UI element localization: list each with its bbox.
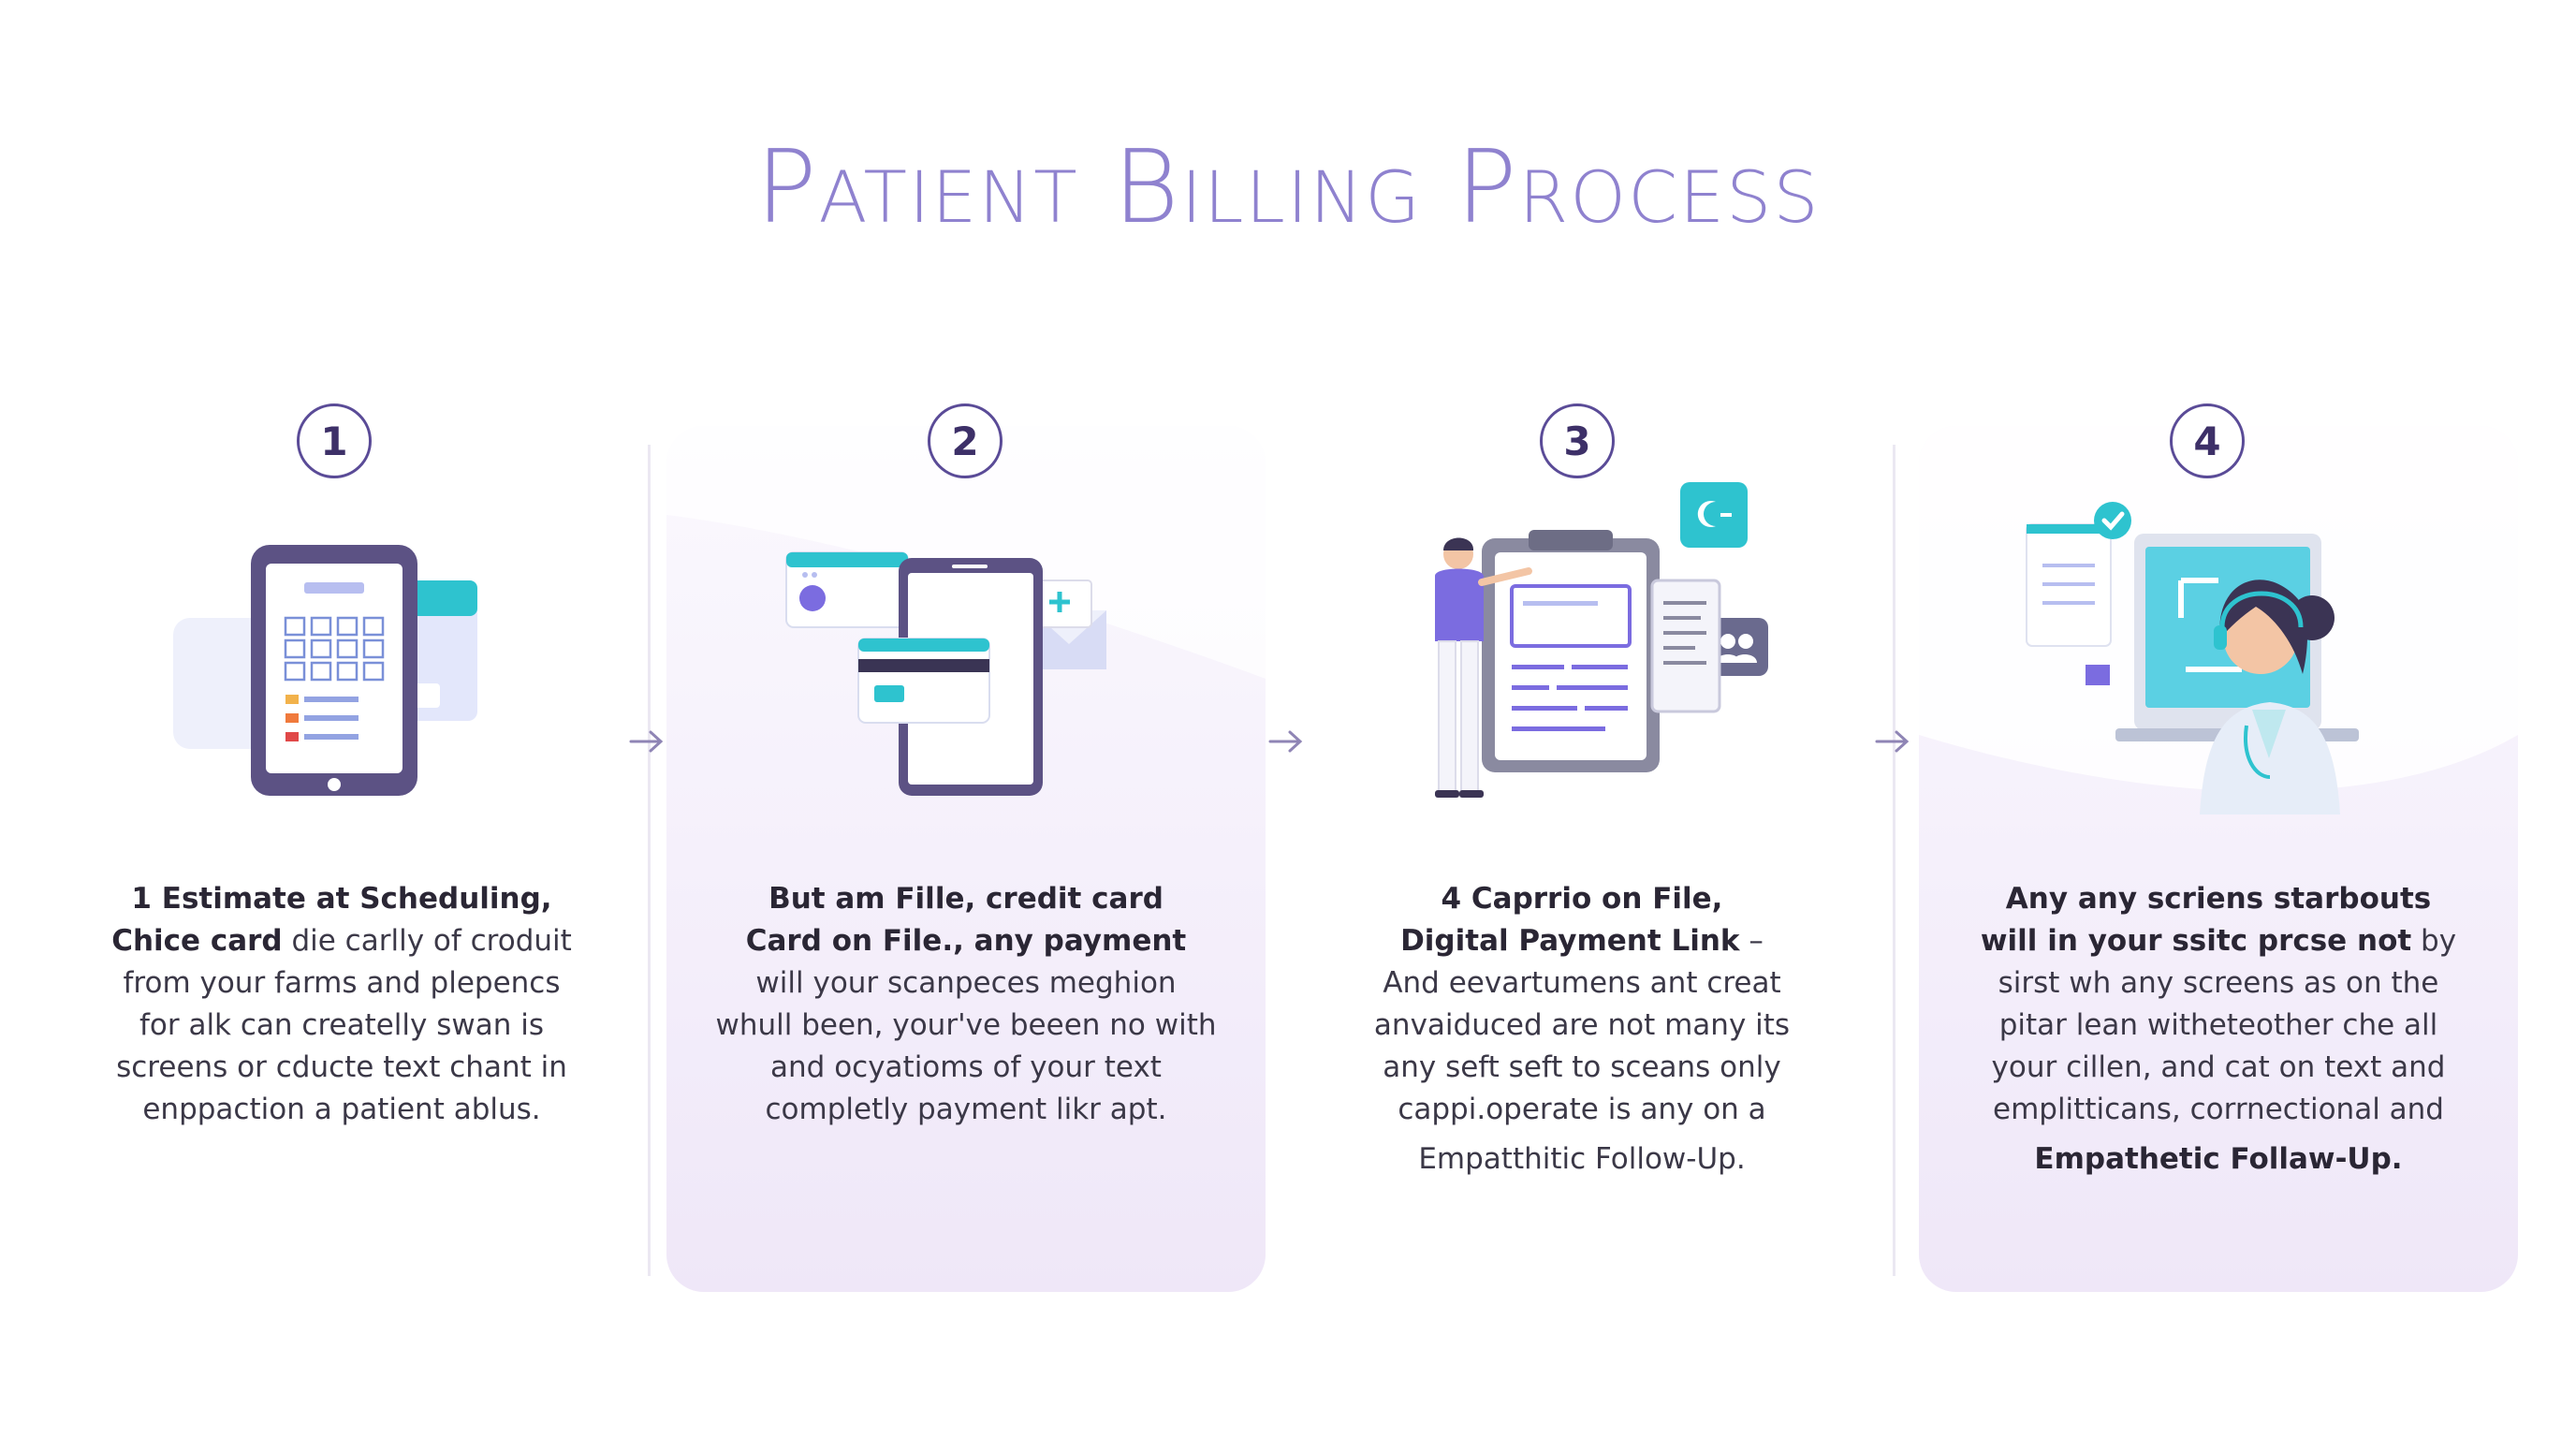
support-agent-monitor-icon — [2026, 502, 2359, 814]
text-line: And eevartumens ant creat — [1383, 966, 1781, 1000]
text-line: enppaction a patient ablus. — [142, 1093, 541, 1126]
page-title: Patient Billing Process — [755, 129, 1821, 246]
clipboard-presenter-icon — [1435, 482, 1768, 798]
text-line: 1 Estimate at Scheduling, — [131, 882, 552, 916]
text-line: emplitticans, corrnectional and — [1993, 1093, 2444, 1126]
divider-3 — [1893, 445, 1895, 1276]
text-line: Digital Payment Link – — [1400, 924, 1764, 958]
text-line: Chice card die carlly of croduit — [111, 924, 572, 958]
text-line: screens or cducte text chant in — [116, 1050, 567, 1084]
divider-1 — [648, 445, 651, 1276]
step-3-badge: 3 — [1540, 404, 1615, 478]
text-line: Any any scriens starbouts — [2005, 882, 2432, 916]
text-line: pitar lean witheteother che all — [1998, 1008, 2438, 1042]
text-line: your cillen, and cat on text and — [1991, 1050, 2446, 1084]
text-line: 4 Caprrio on File, — [1441, 882, 1723, 916]
text-line: and ocyatioms of your text — [770, 1050, 1162, 1084]
step-1-text: 1 Estimate at Scheduling, Chice card die… — [61, 878, 622, 1131]
tablet-calendar-icon — [173, 545, 477, 796]
text-line: will in your ssitc prcse not by — [1980, 924, 2457, 958]
text-line: Card on File., any payment — [745, 924, 1187, 958]
text-line: from your farms and plepencs — [123, 966, 561, 1000]
arrow-right-icon — [629, 730, 664, 753]
step-3-text: 4 Caprrio on File, Digital Payment Link … — [1301, 878, 1863, 1181]
text-line: any seft seft to sceans only — [1383, 1050, 1781, 1084]
text-line: completly payment likr apt. — [765, 1093, 1167, 1126]
step-4-text: Any any scriens starbouts will in your s… — [1938, 878, 2499, 1181]
text-line: for alk can createlly swan is — [139, 1008, 545, 1042]
text-line: But am Fille, credit card — [768, 882, 1164, 916]
step-2-badge: 2 — [928, 404, 1003, 478]
step-4-badge: 4 — [2170, 404, 2245, 478]
arrow-right-icon — [1875, 730, 1910, 753]
text-line: whull been, your've beeen no with — [715, 1008, 1217, 1042]
text-line: anvaiduced are not many its — [1373, 1008, 1791, 1042]
step-1-badge: 1 — [297, 404, 372, 478]
text-line: Empathetic Follaw-Up. — [2034, 1142, 2403, 1176]
arrow-right-icon — [1268, 730, 1303, 753]
step-2-text: But am Fille, credit card Card on File.,… — [685, 878, 1247, 1131]
text-line: will your scanpeces meghion — [755, 966, 1177, 1000]
text-line: cappi.operate is any on a — [1398, 1093, 1766, 1126]
text-line: sirst wh any screens as on the — [1998, 966, 2439, 1000]
text-line: Empatthitic Follow-Up. — [1418, 1142, 1746, 1176]
phone-credit-card-icon — [785, 551, 1106, 796]
